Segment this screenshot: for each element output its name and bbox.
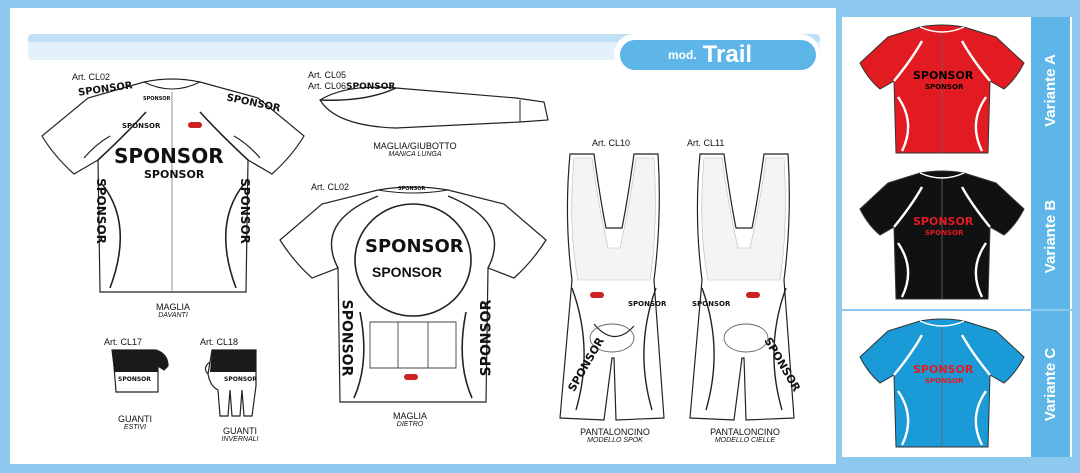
long-sleeve-drawing — [319, 86, 549, 129]
maglia-front-name: MAGLIA — [155, 302, 190, 312]
front-chest-sponsor-small: SPONSOR — [122, 122, 161, 130]
model-name: Trail — [702, 41, 753, 68]
variant-tab — [1031, 17, 1070, 163]
gloves-summer-name: GUANTI — [117, 414, 152, 424]
spok-sponsor-small: SPONSOR — [628, 300, 667, 308]
glove-winter-sponsor: SPONSOR — [224, 376, 257, 383]
maglia-back-sub: DIETRO — [396, 421, 424, 428]
back-logo-icon — [404, 374, 418, 380]
model-title: mod. Trail — [668, 40, 752, 70]
variant-label-box: Variante A — [1031, 17, 1070, 163]
art-cl11: Art. CL11 — [687, 138, 725, 148]
sleeve-sponsor: SPONSOR — [346, 82, 396, 92]
variant-tab — [1031, 163, 1070, 309]
back-sponsor-mid: SPONSOR — [372, 264, 443, 280]
variant-label-box: Variante C — [1031, 311, 1070, 457]
model-pill — [620, 40, 816, 70]
art-cl18: Art. CL18 — [200, 337, 239, 347]
art-cl02-back: Art. CL02 — [311, 182, 350, 192]
header-band-top — [28, 34, 820, 42]
gloves-winter-name: GUANTI — [222, 426, 257, 436]
bib-spok-name: PANTALONCINO — [580, 427, 650, 437]
back-side-sponsor-left: SPONSOR — [338, 299, 355, 377]
art-cl05: Art. CL05 — [308, 70, 347, 80]
front-side-sponsor-right: SPONSOR — [237, 178, 252, 244]
back-sponsor-big: SPONSOR — [365, 236, 464, 257]
variant-jersey-drawing — [859, 24, 1025, 154]
glove-summer-drawing — [111, 349, 169, 393]
cielle-logo-icon — [746, 292, 760, 298]
variant-sponsor-big: SPONSOR — [913, 69, 974, 82]
front-sponsor-mid: SPONSOR — [144, 168, 205, 181]
gloves-winter-sub: INVERNALI — [221, 436, 259, 443]
art-cl02-front: Art. CL02 — [72, 72, 111, 82]
art-cl10: Art. CL10 — [592, 138, 631, 148]
front-logo-icon — [188, 122, 202, 128]
bib-cielle-sub: MODELLO CIELLE — [714, 437, 776, 444]
sleeve-name: MAGLIA/GIUBOTTO — [373, 141, 457, 151]
variant-sponsor-big: SPONSOR — [913, 215, 974, 228]
front-collar-sponsor: SPONSOR — [143, 96, 171, 102]
variant-label-box: Variante B — [1031, 163, 1070, 309]
front-sponsor-big: SPONSOR — [114, 144, 224, 168]
model-prefix: mod. — [668, 48, 697, 62]
cielle-sponsor-small: SPONSOR — [692, 300, 731, 308]
gloves-summer-sub: ESTIVI — [123, 424, 147, 431]
bib-cielle-drawing — [689, 153, 795, 421]
variant-label: Variante B — [1042, 199, 1059, 273]
jersey-back-drawing — [279, 186, 547, 403]
variant-sponsor-small: SPONSOR — [925, 83, 964, 91]
variant-label: Variante C — [1042, 347, 1059, 421]
glove-winter-drawing — [204, 349, 257, 417]
variant-sponsor-small: SPONSOR — [925, 377, 964, 385]
art-cl17: Art. CL17 — [104, 337, 143, 347]
variant-jersey-drawing — [859, 170, 1025, 300]
sleeve-sub: MANICA LUNGA — [388, 151, 442, 158]
maglia-back-name: MAGLIA — [392, 411, 427, 421]
bib-spok-sub: MODELLO SPOK — [587, 437, 643, 444]
variant-tab — [1031, 311, 1070, 457]
front-side-sponsor-left: SPONSOR — [93, 178, 108, 244]
jersey-front-drawing — [41, 78, 305, 293]
back-collar-sponsor: SPONSOR — [398, 186, 426, 192]
variant-jersey-drawing — [859, 318, 1025, 448]
glove-summer-sponsor: SPONSOR — [118, 376, 151, 383]
variant-label: Variante A — [1042, 53, 1059, 127]
bib-spok-drawing — [559, 153, 665, 421]
variant-sponsor-small: SPONSOR — [925, 229, 964, 237]
variant-sponsor-big: SPONSOR — [913, 363, 974, 376]
maglia-front-sub: DAVANTI — [158, 312, 188, 319]
bib-cielle-name: PANTALONCINO — [710, 427, 780, 437]
back-side-sponsor-right: SPONSOR — [478, 299, 495, 377]
spok-logo-icon — [590, 292, 604, 298]
art-cl06: Art. CL06 — [308, 81, 347, 91]
